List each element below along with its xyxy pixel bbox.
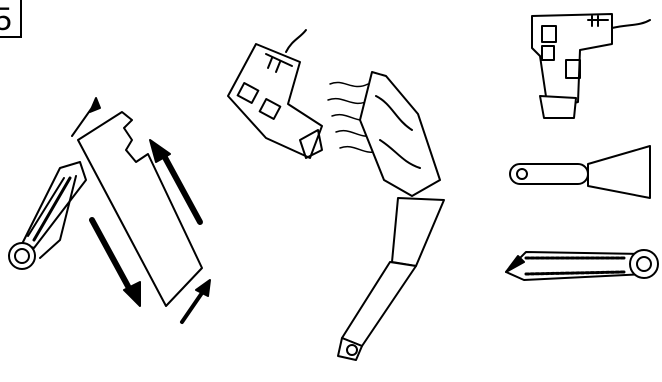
legend-heat-gun-icon — [532, 14, 650, 118]
legend-putty-knife-icon — [510, 146, 650, 198]
putty-knife-scraper-icon — [338, 72, 444, 360]
direction-arrow-down — [92, 220, 140, 306]
seam-roller-icon — [9, 162, 86, 269]
direction-arrow-small-up — [182, 280, 210, 322]
tile-strip — [78, 112, 202, 306]
removal-panel — [9, 98, 210, 322]
heat-gun-icon — [228, 30, 322, 158]
direction-arrow-left-up — [72, 98, 100, 136]
legend-utility-knife-icon — [506, 250, 658, 280]
